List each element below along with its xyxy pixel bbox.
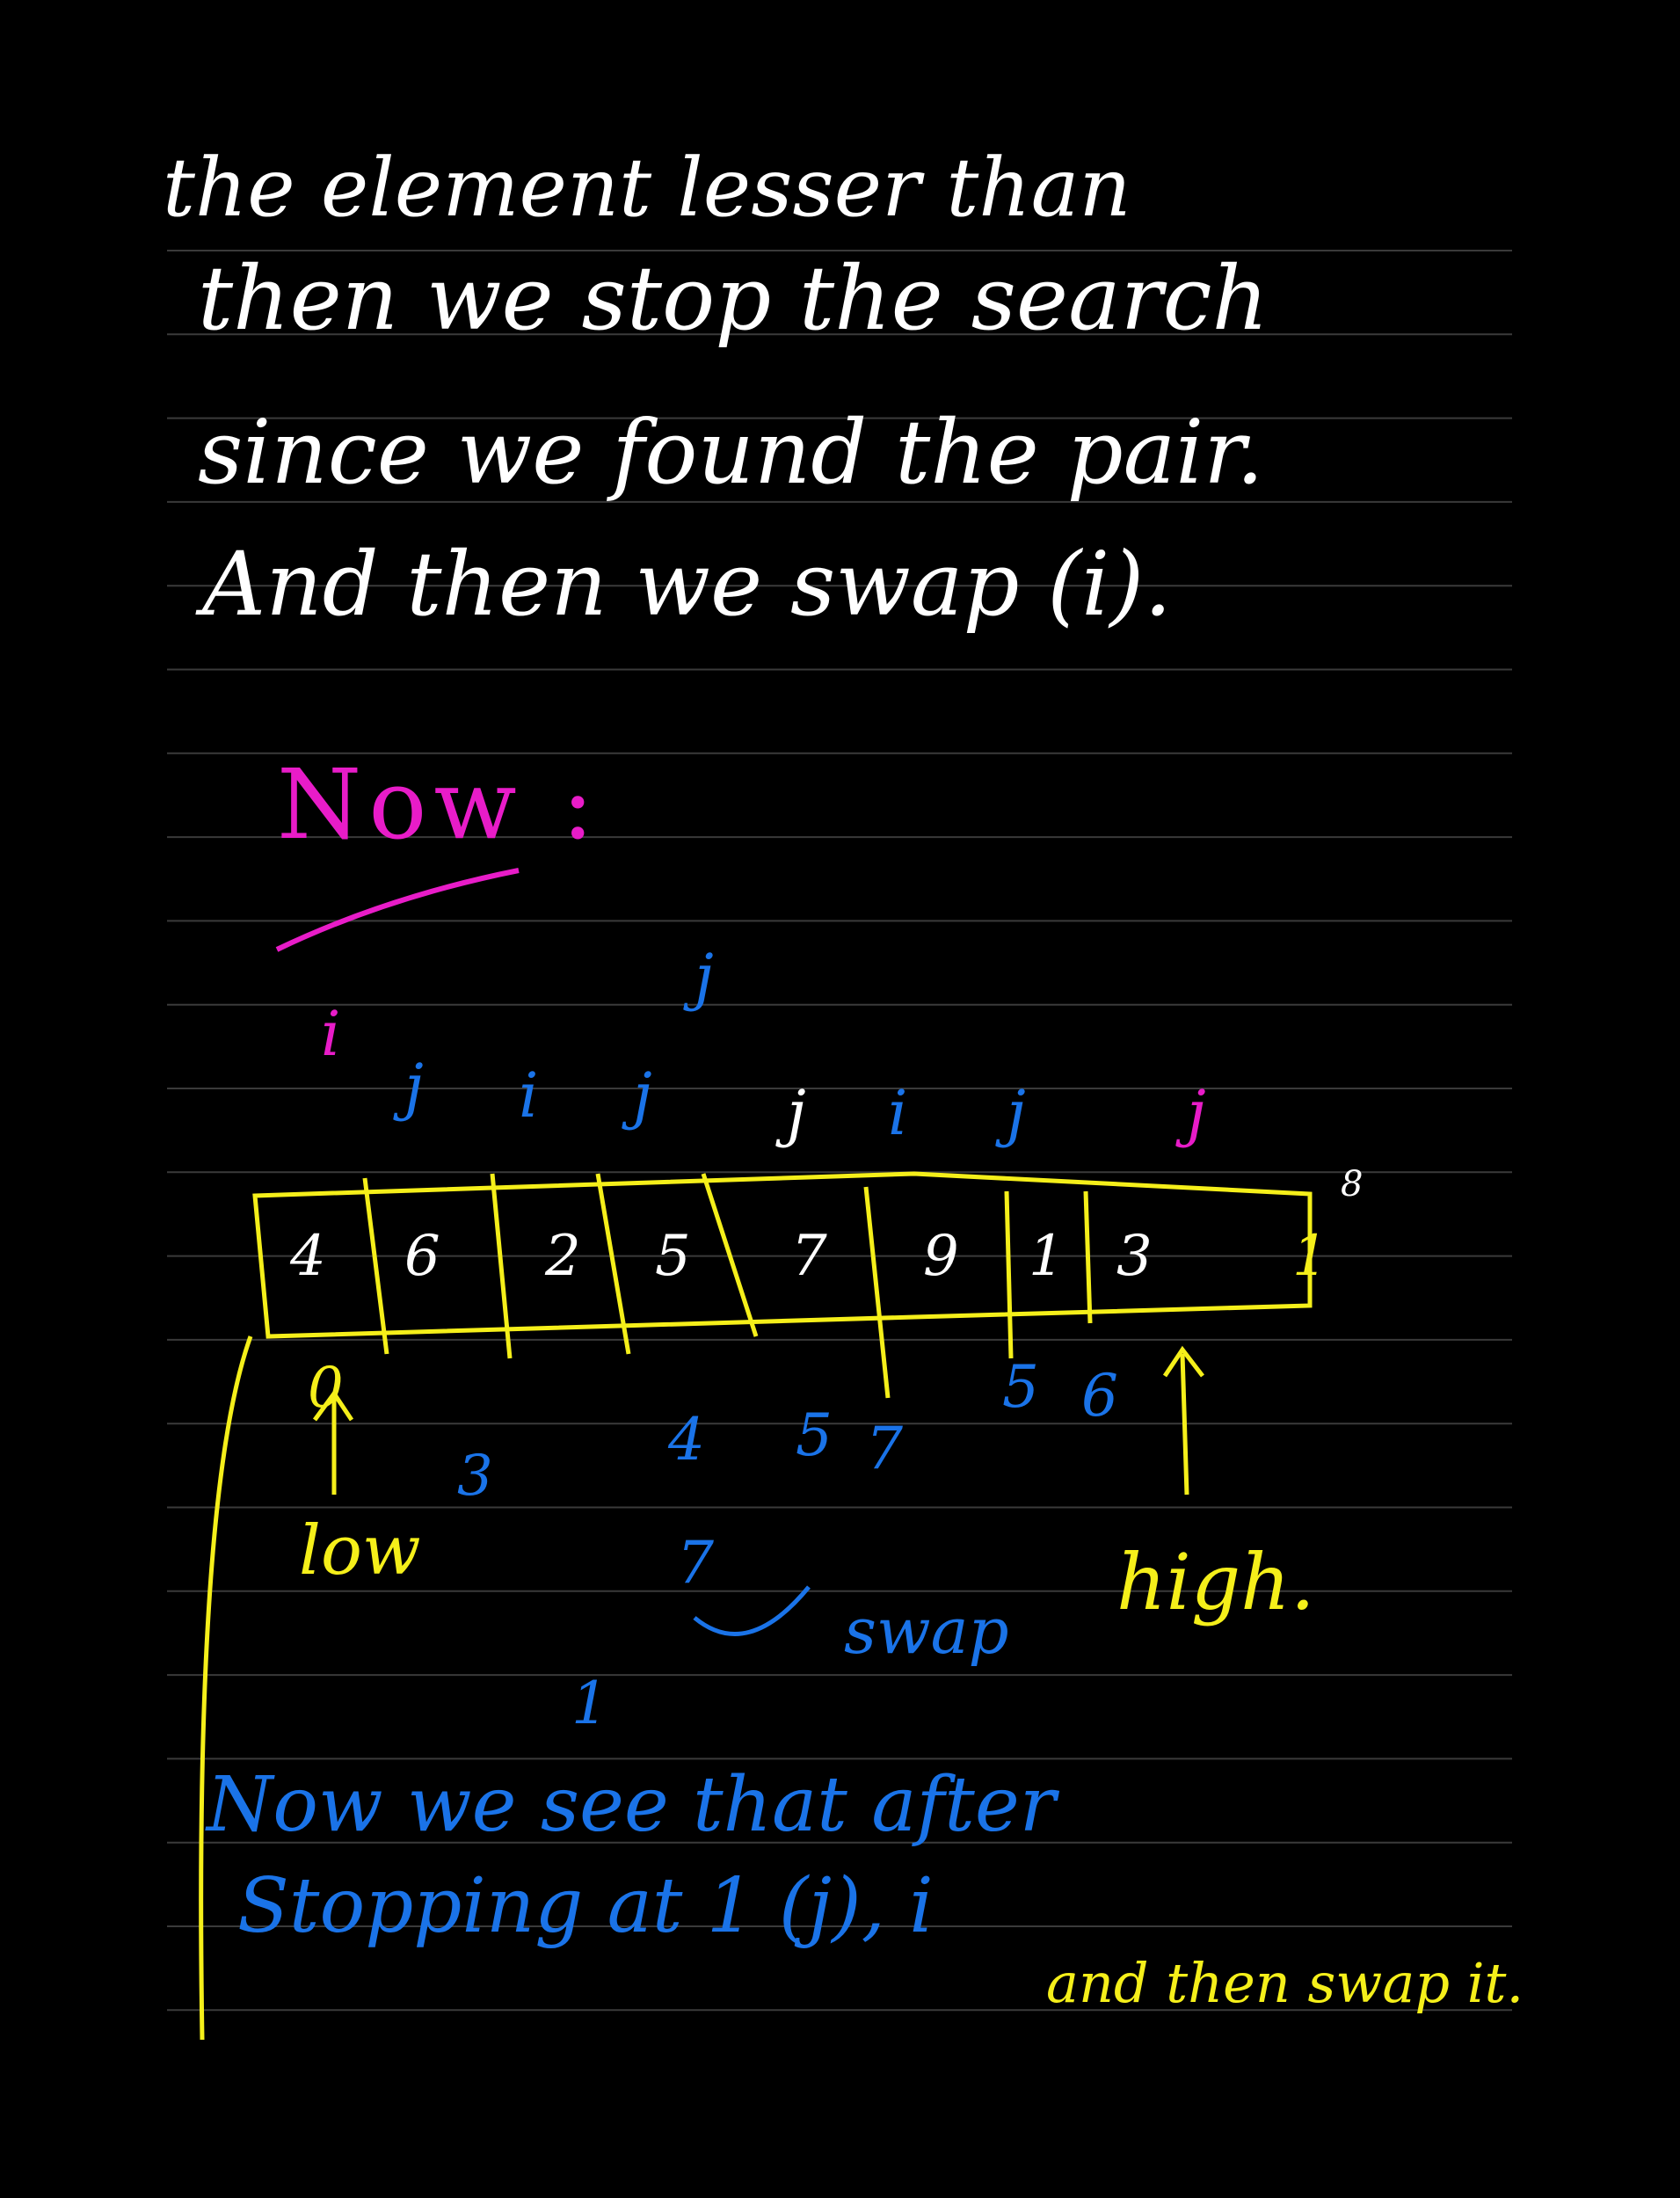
pointer-label: j	[995, 1077, 1026, 1149]
array-cell-value: 4	[289, 1224, 326, 1289]
array-index-label: 8	[1341, 1164, 1363, 1205]
array-indices: 0 3 8	[308, 1164, 1363, 1509]
array-outline	[252, 1171, 1313, 1339]
array-cell-value: 7	[791, 1224, 827, 1289]
array-cell-value: 2	[544, 1224, 581, 1289]
pointer-label: i	[321, 998, 340, 1070]
below-array-value: 7	[866, 1415, 903, 1482]
array-cell-value: 9	[923, 1224, 959, 1289]
array-cell-value: 6	[404, 1224, 440, 1289]
array-index-label: 0	[308, 1356, 344, 1421]
conclusion-line-1: Now we see that after	[207, 1761, 1056, 1849]
below-array-value: 4	[667, 1406, 705, 1474]
array-cell-value: 3	[1116, 1224, 1153, 1289]
pointer-label: j	[622, 1059, 652, 1132]
below-array-value: 5	[796, 1401, 833, 1469]
note-line-3: since we found the pair.	[198, 401, 1264, 504]
pointer-label: j	[393, 1051, 424, 1123]
conclusion-line-3: and then swap it.	[1046, 1951, 1524, 2015]
below-array-value: 5	[1002, 1353, 1039, 1421]
swap-label: swap	[844, 1594, 1009, 1668]
array-cell-value: 5	[655, 1224, 691, 1289]
pointer-label: j	[775, 1077, 806, 1149]
array-cell-value: 1	[1292, 1224, 1328, 1289]
array-cell-dividers	[362, 1173, 1093, 1399]
pointer-label: j	[683, 941, 714, 1013]
below-array-value: 6	[1081, 1362, 1118, 1430]
heading-now: Now :	[277, 748, 601, 861]
note-line-1: the element lesser than	[163, 141, 1131, 235]
array-index-label: 3	[457, 1444, 493, 1509]
below-array-value: 7	[677, 1529, 714, 1597]
low-label: low	[299, 1511, 421, 1590]
array-cell-value: 1	[1029, 1224, 1065, 1289]
swap-arrow	[693, 1585, 811, 1636]
below-array-value: 1	[571, 1670, 608, 1737]
pointer-label: i	[519, 1059, 538, 1132]
conclusion-line-2: Stopping at 1 (j), i	[237, 1862, 934, 1950]
low-arrow	[312, 1389, 354, 1495]
note-line-4: And then we swap (i).	[202, 533, 1173, 636]
high-label: high.	[1116, 1537, 1315, 1627]
heading-underline	[275, 868, 520, 952]
pointer-label: j	[1175, 1077, 1206, 1149]
left-bracket	[199, 1336, 253, 2041]
high-arrow	[1162, 1345, 1204, 1496]
pointer-label: i	[888, 1077, 907, 1149]
note-line-2: then we stop the search	[198, 247, 1269, 350]
